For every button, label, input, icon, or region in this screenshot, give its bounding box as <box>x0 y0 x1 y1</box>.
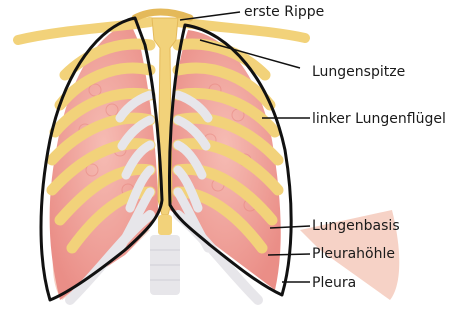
label-pleural-cavity: Pleurahöhle <box>312 246 395 262</box>
first-rib <box>135 12 190 18</box>
label-lung-base: Lungenbasis <box>312 218 400 234</box>
label-pleura: Pleura <box>312 275 356 291</box>
label-first-rib: erste Rippe <box>244 4 324 20</box>
label-lung-apex: Lungenspitze <box>312 64 405 80</box>
label-left-lung: linker Lungenflügel <box>312 111 446 127</box>
xiphoid-process <box>158 215 172 235</box>
leader-pleural-cavity <box>268 254 310 255</box>
